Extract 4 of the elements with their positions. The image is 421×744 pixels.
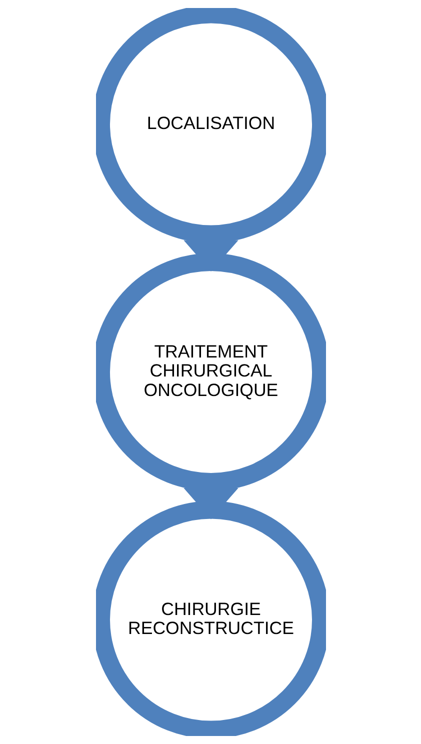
node-circle: CHIRURGIE RECONSTRUCTICE: [96, 500, 326, 736]
node-circle: TRAITEMENT CHIRURGICAL ONCOLOGIQUE: [96, 253, 326, 491]
arrow: [183, 488, 238, 520]
arrow: [183, 240, 238, 272]
